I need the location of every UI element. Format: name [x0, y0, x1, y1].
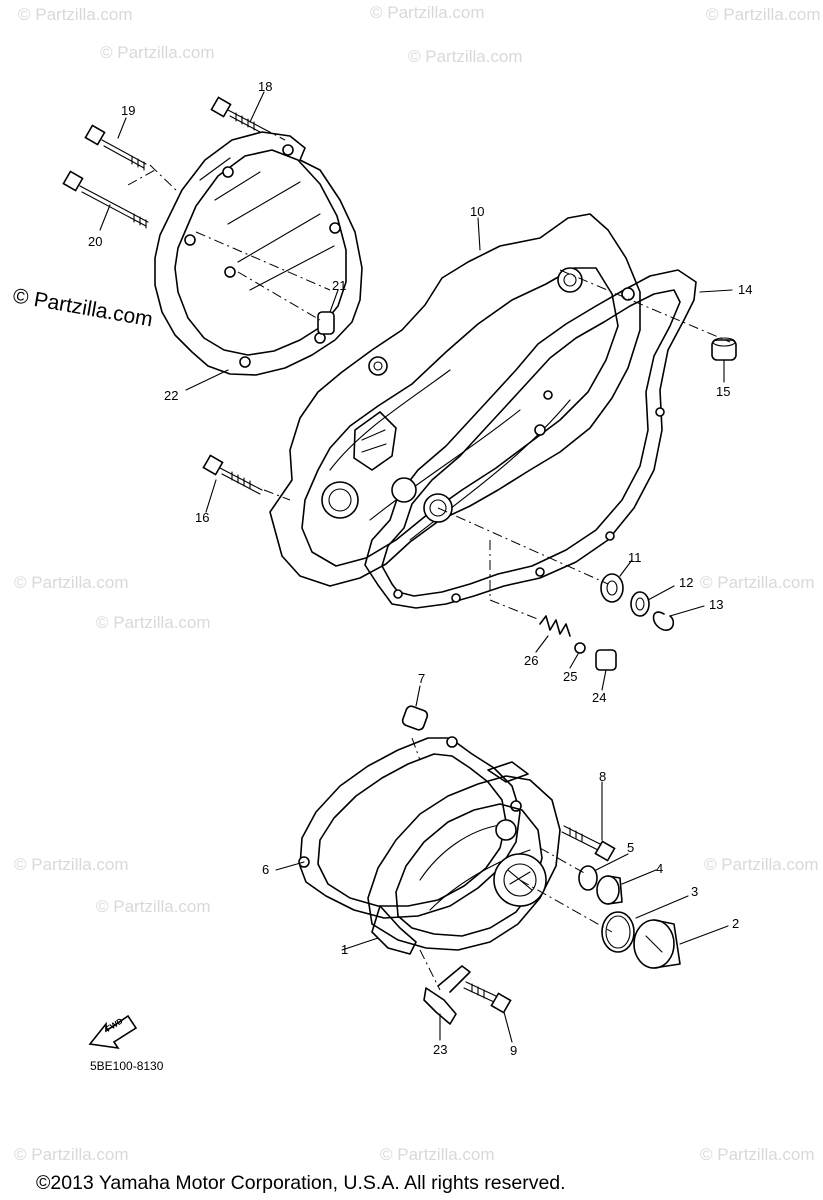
part-5-o-ring — [578, 865, 598, 891]
callout-14: 14 — [738, 282, 752, 297]
part-23-clamp — [423, 965, 471, 1025]
watermark-text: © Partzilla.com — [100, 43, 215, 62]
part-15-dowel — [711, 337, 737, 361]
part-2-cap — [633, 919, 681, 969]
part-4-plug — [596, 875, 623, 905]
callout-numbers: 1 2 3 4 5 6 7 8 9 10 11 12 13 14 15 16 1… — [88, 79, 752, 1058]
part-24-cap — [595, 649, 617, 671]
callout-16: 16 — [195, 510, 209, 525]
copyright-notice: ©2013 Yamaha Motor Corporation, U.S.A. A… — [36, 1172, 566, 1194]
part-26-spring — [539, 615, 571, 637]
callout-24: 24 — [592, 690, 606, 705]
part-13-circlip — [652, 611, 675, 631]
part-10-crankcase-cover — [269, 213, 641, 587]
callout-2: 2 — [732, 916, 739, 931]
part-20-bolt — [62, 170, 149, 229]
callout-5: 5 — [627, 840, 634, 855]
callout-19: 19 — [121, 103, 135, 118]
callout-7: 7 — [418, 671, 425, 686]
callout-21: 21 — [332, 278, 346, 293]
part-25-ball — [574, 642, 586, 654]
watermark-text: © Partzilla.com — [96, 897, 211, 916]
part-18-bolt — [210, 96, 263, 133]
watermark-text: © Partzilla.com — [706, 5, 821, 24]
watermark-layer: © Partzilla.com © Partzilla.com © Partzi… — [14, 3, 821, 1164]
watermark-text: © Partzilla.com — [370, 3, 485, 22]
part-3-o-ring — [601, 911, 635, 953]
callout-4: 4 — [656, 861, 663, 876]
part-8-bolt — [561, 825, 616, 862]
callout-6: 6 — [262, 862, 269, 877]
part-16-bolt — [202, 454, 263, 495]
watermark-text: © Partzilla.com — [380, 1145, 495, 1164]
callout-20: 20 — [88, 234, 102, 249]
part-21-dowel — [317, 311, 335, 335]
part-1-magneto-cover — [367, 761, 561, 955]
watermark-text: © Partzilla.com — [700, 573, 815, 592]
part-9-bolt — [463, 981, 512, 1014]
watermark-text: © Partzilla.com — [408, 47, 523, 66]
part-11-oil-seal — [600, 573, 624, 603]
callout-11: 11 — [628, 550, 642, 565]
leader-lines — [99, 91, 733, 1043]
callout-22: 22 — [164, 388, 178, 403]
callout-23: 23 — [433, 1042, 447, 1057]
callout-9: 9 — [510, 1043, 517, 1058]
part-14-gasket — [364, 269, 697, 609]
watermark-main: © Partzilla.com — [11, 284, 154, 331]
part-7-dowel — [401, 705, 429, 731]
callout-25: 25 — [563, 669, 577, 684]
watermark-text: © Partzilla.com — [96, 613, 211, 632]
callout-8: 8 — [599, 769, 606, 784]
watermark-text: © Partzilla.com — [14, 1145, 129, 1164]
part-12-washer — [630, 591, 650, 617]
callout-18: 18 — [258, 79, 272, 94]
callout-1: 1 — [341, 942, 348, 957]
watermark-text: © Partzilla.com — [704, 855, 819, 874]
watermark-text: © Partzilla.com — [700, 1145, 815, 1164]
watermark-text: © Partzilla.com — [18, 5, 133, 24]
fwd-arrow-icon: FWD — [88, 1014, 138, 1050]
callout-13: 13 — [709, 597, 723, 612]
alignment-lines — [127, 127, 731, 991]
callout-3: 3 — [691, 884, 698, 899]
part-22-clutch-cover — [154, 131, 363, 376]
callout-26: 26 — [524, 653, 538, 668]
callout-15: 15 — [716, 384, 730, 399]
callout-10: 10 — [470, 204, 484, 219]
watermark-text: © Partzilla.com — [14, 573, 129, 592]
callout-12: 12 — [679, 575, 693, 590]
diagram-code: 5BE100-8130 — [90, 1059, 164, 1073]
watermark-text: © Partzilla.com — [14, 855, 129, 874]
part-19-bolt — [84, 124, 147, 171]
